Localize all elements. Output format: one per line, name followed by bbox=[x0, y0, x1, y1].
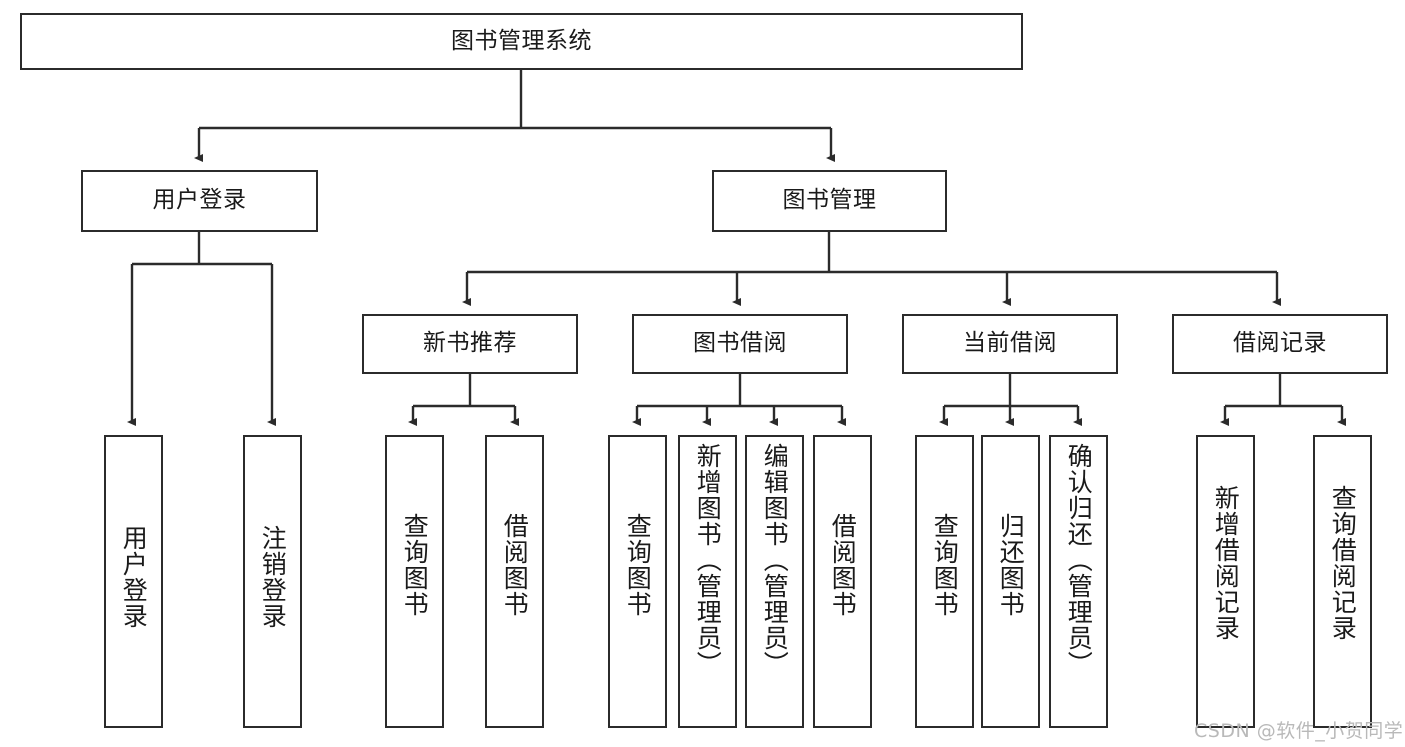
csdn-watermark: CSDN @软件_小贺同学 bbox=[1194, 720, 1404, 742]
node-label: 图书管理系统 bbox=[451, 27, 592, 54]
node-label: 借阅图书 bbox=[500, 513, 530, 617]
leaf-record-add-record[interactable]: 新增借阅记录 bbox=[1196, 435, 1255, 728]
node-label: 查询图书 bbox=[623, 513, 653, 617]
node-label: 新增借阅记录 bbox=[1211, 485, 1241, 641]
node-label: 归还图书 bbox=[996, 513, 1026, 617]
node-book-management[interactable]: 图书管理 bbox=[712, 170, 947, 232]
leaf-user-login-sign-out[interactable]: 注销登录 bbox=[243, 435, 302, 728]
node-root-system[interactable]: 图书管理系统 bbox=[20, 13, 1023, 70]
leaf-borrow-query-book[interactable]: 查询图书 bbox=[608, 435, 667, 728]
leaf-new-book-query-book[interactable]: 查询图书 bbox=[385, 435, 444, 728]
node-label: 用户登录 bbox=[119, 525, 149, 629]
node-label: 新增图书（管理员） bbox=[693, 443, 723, 677]
leaf-current-confirm-return-admin[interactable]: 确认归还（管理员） bbox=[1049, 435, 1108, 728]
node-label: 当前借阅 bbox=[963, 330, 1057, 357]
node-label: 编辑图书（管理员） bbox=[760, 443, 790, 677]
node-label: 借阅图书 bbox=[828, 513, 858, 617]
leaf-borrow-borrow-book[interactable]: 借阅图书 bbox=[813, 435, 872, 728]
node-label: 查询借阅记录 bbox=[1328, 485, 1358, 641]
node-label: 注销登录 bbox=[258, 525, 288, 629]
leaf-borrow-edit-book-admin[interactable]: 编辑图书（管理员） bbox=[745, 435, 804, 728]
node-user-login[interactable]: 用户登录 bbox=[81, 170, 318, 232]
node-label: 图书借阅 bbox=[693, 330, 787, 357]
node-label: 查询图书 bbox=[400, 513, 430, 617]
node-label: 确认归还（管理员） bbox=[1064, 443, 1094, 677]
node-label: 用户登录 bbox=[152, 187, 247, 214]
node-current-borrow[interactable]: 当前借阅 bbox=[902, 314, 1118, 374]
leaf-current-return-book[interactable]: 归还图书 bbox=[981, 435, 1040, 728]
leaf-borrow-add-book-admin[interactable]: 新增图书（管理员） bbox=[678, 435, 737, 728]
node-book-borrow[interactable]: 图书借阅 bbox=[632, 314, 848, 374]
leaf-record-query-record[interactable]: 查询借阅记录 bbox=[1313, 435, 1372, 728]
node-label: 查询图书 bbox=[930, 513, 960, 617]
node-label: 图书管理 bbox=[782, 187, 877, 214]
leaf-user-login-sign-in[interactable]: 用户登录 bbox=[104, 435, 163, 728]
node-label: 借阅记录 bbox=[1233, 330, 1327, 357]
leaf-current-query-book[interactable]: 查询图书 bbox=[915, 435, 974, 728]
node-new-book-recommend[interactable]: 新书推荐 bbox=[362, 314, 578, 374]
leaf-new-book-borrow-book[interactable]: 借阅图书 bbox=[485, 435, 544, 728]
node-label: 新书推荐 bbox=[423, 330, 517, 357]
node-borrow-record[interactable]: 借阅记录 bbox=[1172, 314, 1388, 374]
